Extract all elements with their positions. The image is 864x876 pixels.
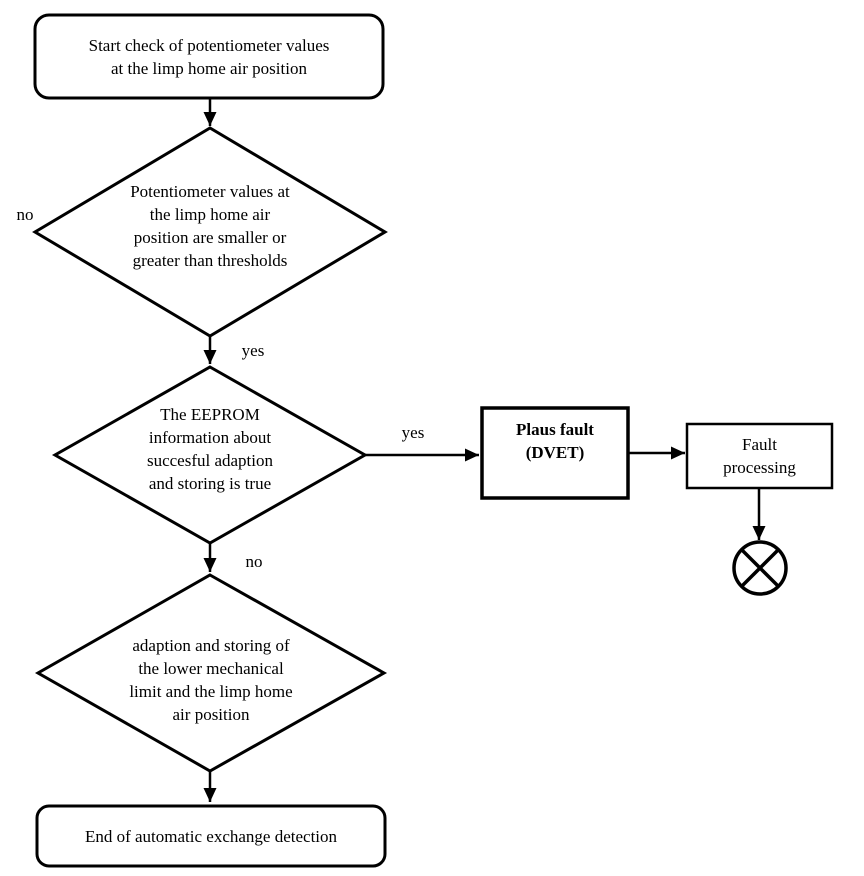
end-node-shape [35,804,387,868]
plaus-fault-node-shape [480,406,630,500]
edge-label-eeprom-yes: yes [401,423,425,442]
edge-label-thresholds-yes: yes [241,341,265,360]
decision-thresholds-label: Potentiometer values at the limp home ai… [130,182,290,270]
edge-label-thresholds-no: no [16,205,34,224]
decision-adaption-label: adaption and storing of the lower mechan… [129,636,293,724]
end-node-label: End of automatic exchange detection [84,826,338,846]
start-node-label: Start check of potentiometer values at t… [88,35,330,78]
decision-eeprom-label: The EEPROM information about succesful a… [146,405,274,493]
plaus-fault-node-label: Plaus fault (DVET) [516,420,594,462]
edge-label-eeprom-no: no [245,552,263,571]
fault-processing-node-shape [685,422,834,490]
crossed-circle-icon [732,540,788,596]
fault-processing-node-label: Fault processing [723,435,796,477]
